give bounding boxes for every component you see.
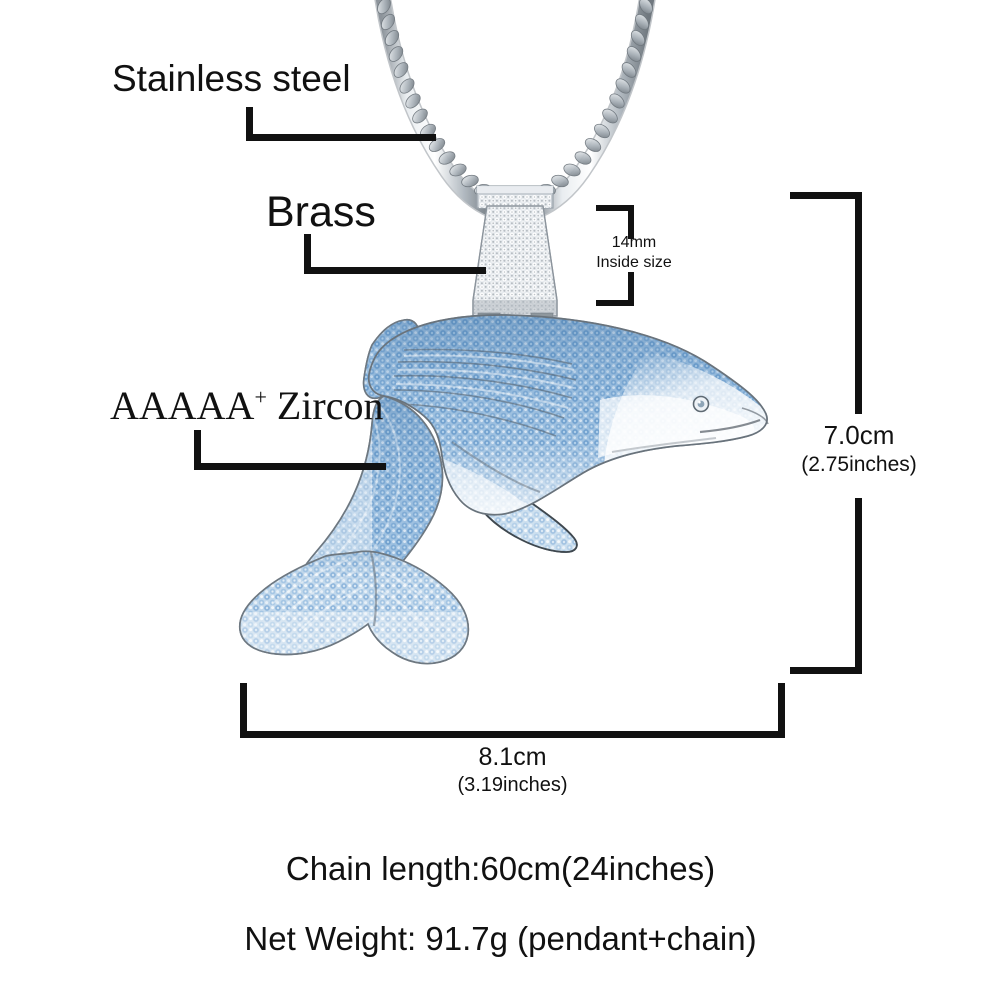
height-note: (2.75inches): [801, 452, 917, 476]
rope-chain: [374, 0, 656, 219]
zircon-material-text: Zircon: [266, 383, 384, 428]
height-value: 7.0cm: [823, 420, 895, 450]
leader-zircon-vertical: [194, 430, 201, 470]
inside-size-value: 14mm: [611, 234, 657, 251]
width-note: (3.19inches): [457, 773, 568, 796]
width-bracket-right: [778, 683, 785, 738]
zircon-grade-text: AAAAA: [110, 383, 255, 428]
inside-bracket-right-upper: [628, 205, 634, 239]
width-value: 8.1cm: [478, 743, 547, 771]
width-bracket-left: [240, 683, 247, 738]
leader-stainless-steel-vertical: [246, 107, 253, 141]
leader-zircon-horizontal: [194, 463, 386, 470]
height-text: 7.0cm (2.75inches): [768, 420, 950, 477]
height-bracket-right-upper: [855, 192, 862, 414]
height-bracket-bottom: [790, 667, 862, 674]
width-text: 8.1cm (3.19inches): [420, 742, 605, 797]
inside-size-note: Inside size: [596, 253, 672, 271]
pendant-bail: [472, 185, 558, 332]
zircon-grade-plus: +: [254, 384, 267, 410]
leader-stainless-steel-horizontal: [246, 134, 436, 141]
callout-label-stainless-steel: Stainless steel: [112, 58, 351, 99]
callout-label-brass: Brass: [266, 188, 376, 236]
dolphin-eye-icon: [692, 395, 710, 413]
callout-label-zircon: AAAAA+ Zircon: [110, 385, 383, 427]
inside-bracket-right-lower: [628, 272, 634, 306]
dolphin-pendant: [238, 314, 769, 665]
leader-brass-vertical: [304, 234, 311, 274]
spec-chain-length: Chain length:60cm(24inches): [285, 850, 716, 887]
height-bracket-top: [790, 192, 862, 199]
inside-size-text: 14mm Inside size: [578, 233, 690, 272]
spec-net-weight: Net Weight: 91.7g (pendant+chain): [244, 920, 757, 957]
inside-bracket-bottom: [596, 300, 634, 306]
leader-brass-horizontal: [304, 267, 486, 274]
height-bracket-right-lower: [855, 498, 862, 674]
inside-bracket-top: [596, 205, 634, 211]
width-bracket-bottom: [240, 731, 785, 738]
